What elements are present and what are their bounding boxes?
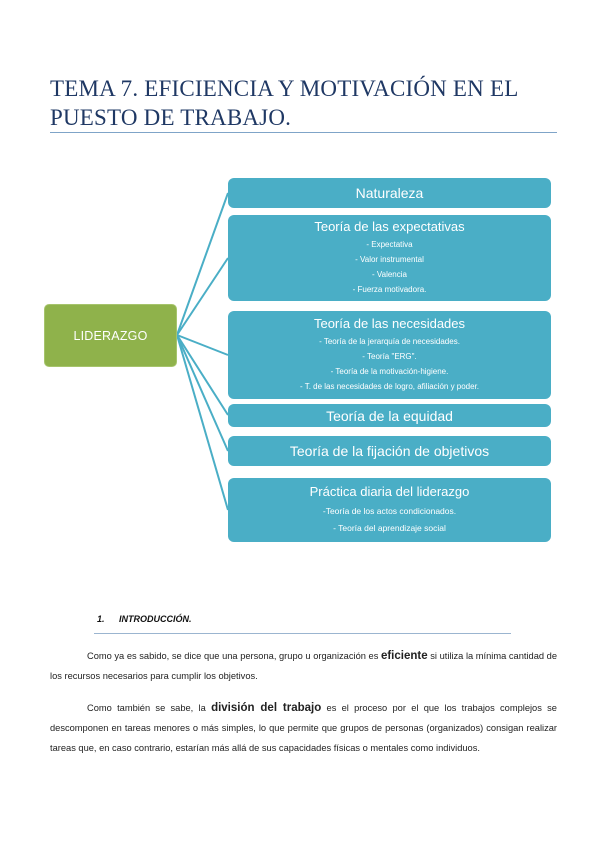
node-label: Teoría de la fijación de objetivos (289, 443, 490, 459)
node-label: Teoría de las necesidades (313, 316, 466, 331)
node-label: Teoría de las expectativas (314, 219, 465, 234)
diagram-root-liderazgo: LIDERAZGO (44, 304, 177, 367)
title-underline (50, 132, 557, 133)
paragraph-division-trabajo: Como también se sabe, la división del tr… (50, 698, 557, 758)
node-label: Naturaleza (355, 185, 424, 201)
node-item: - Valor instrumental (355, 255, 424, 264)
page-title: TEMA 7. EFICIENCIA Y MOTIVACIÓN EN EL PU… (50, 76, 518, 130)
paragraph-text: Como ya es sabido, se dice que una perso… (87, 651, 381, 661)
node-teoria-equidad: Teoría de la equidad (228, 404, 551, 427)
connector-line (176, 192, 229, 336)
node-item: - Expectativa (366, 240, 413, 249)
section-number: 1. (97, 614, 105, 624)
node-naturaleza: Naturaleza (228, 178, 551, 208)
node-item: - Teoría de la jerarquía de necesidades. (319, 337, 460, 346)
node-teoria-fijacion-objetivos: Teoría de la fijación de objetivos (228, 436, 551, 466)
paragraph-text: si utiliza la mínima cantidad de los rec… (50, 651, 557, 681)
node-item: - Teoría "ERG". (362, 352, 417, 361)
paragraph-bold-term: eficiente (380, 650, 428, 662)
node-label: Práctica diaria del liderazgo (309, 483, 470, 499)
node-item: - Valencia (372, 270, 407, 279)
connector-line (176, 334, 229, 511)
section-heading: 1. INTRODUCCIÓN. (97, 614, 192, 624)
paragraph-text: Como también se sabe, la (87, 703, 212, 713)
connector-line (176, 334, 229, 452)
node-label: Teoría de la equidad (326, 407, 453, 424)
node-item: - Teoría de la motivación-higiene. (330, 367, 449, 376)
node-item: - Fuerza motivadora. (352, 285, 427, 294)
node-item: - Teoría del aprendizaje social (333, 522, 446, 533)
connector-line (176, 334, 229, 416)
paragraph-eficiencia: Como ya es sabido, se dice que una perso… (50, 646, 557, 686)
node-practica-diaria-liderazgo: Práctica diaria del liderazgo -Teoría de… (228, 478, 551, 542)
connector-line (176, 257, 229, 336)
section-underline (94, 633, 511, 634)
node-item: - T. de las necesidades de logro, afilia… (299, 382, 480, 391)
node-item: -Teoría de los actos condicionados. (322, 505, 457, 516)
node-teoria-necesidades: Teoría de las necesidades - Teoría de la… (228, 311, 551, 399)
paragraph-bold-term: división del trabajo (211, 702, 322, 714)
paragraph-text: es el proceso por el que los trabajos co… (50, 703, 557, 753)
connector-line (176, 334, 229, 356)
node-teoria-expectativas: Teoría de las expectativas - Expectativa… (228, 215, 551, 301)
section-title: INTRODUCCIÓN. (119, 614, 192, 624)
